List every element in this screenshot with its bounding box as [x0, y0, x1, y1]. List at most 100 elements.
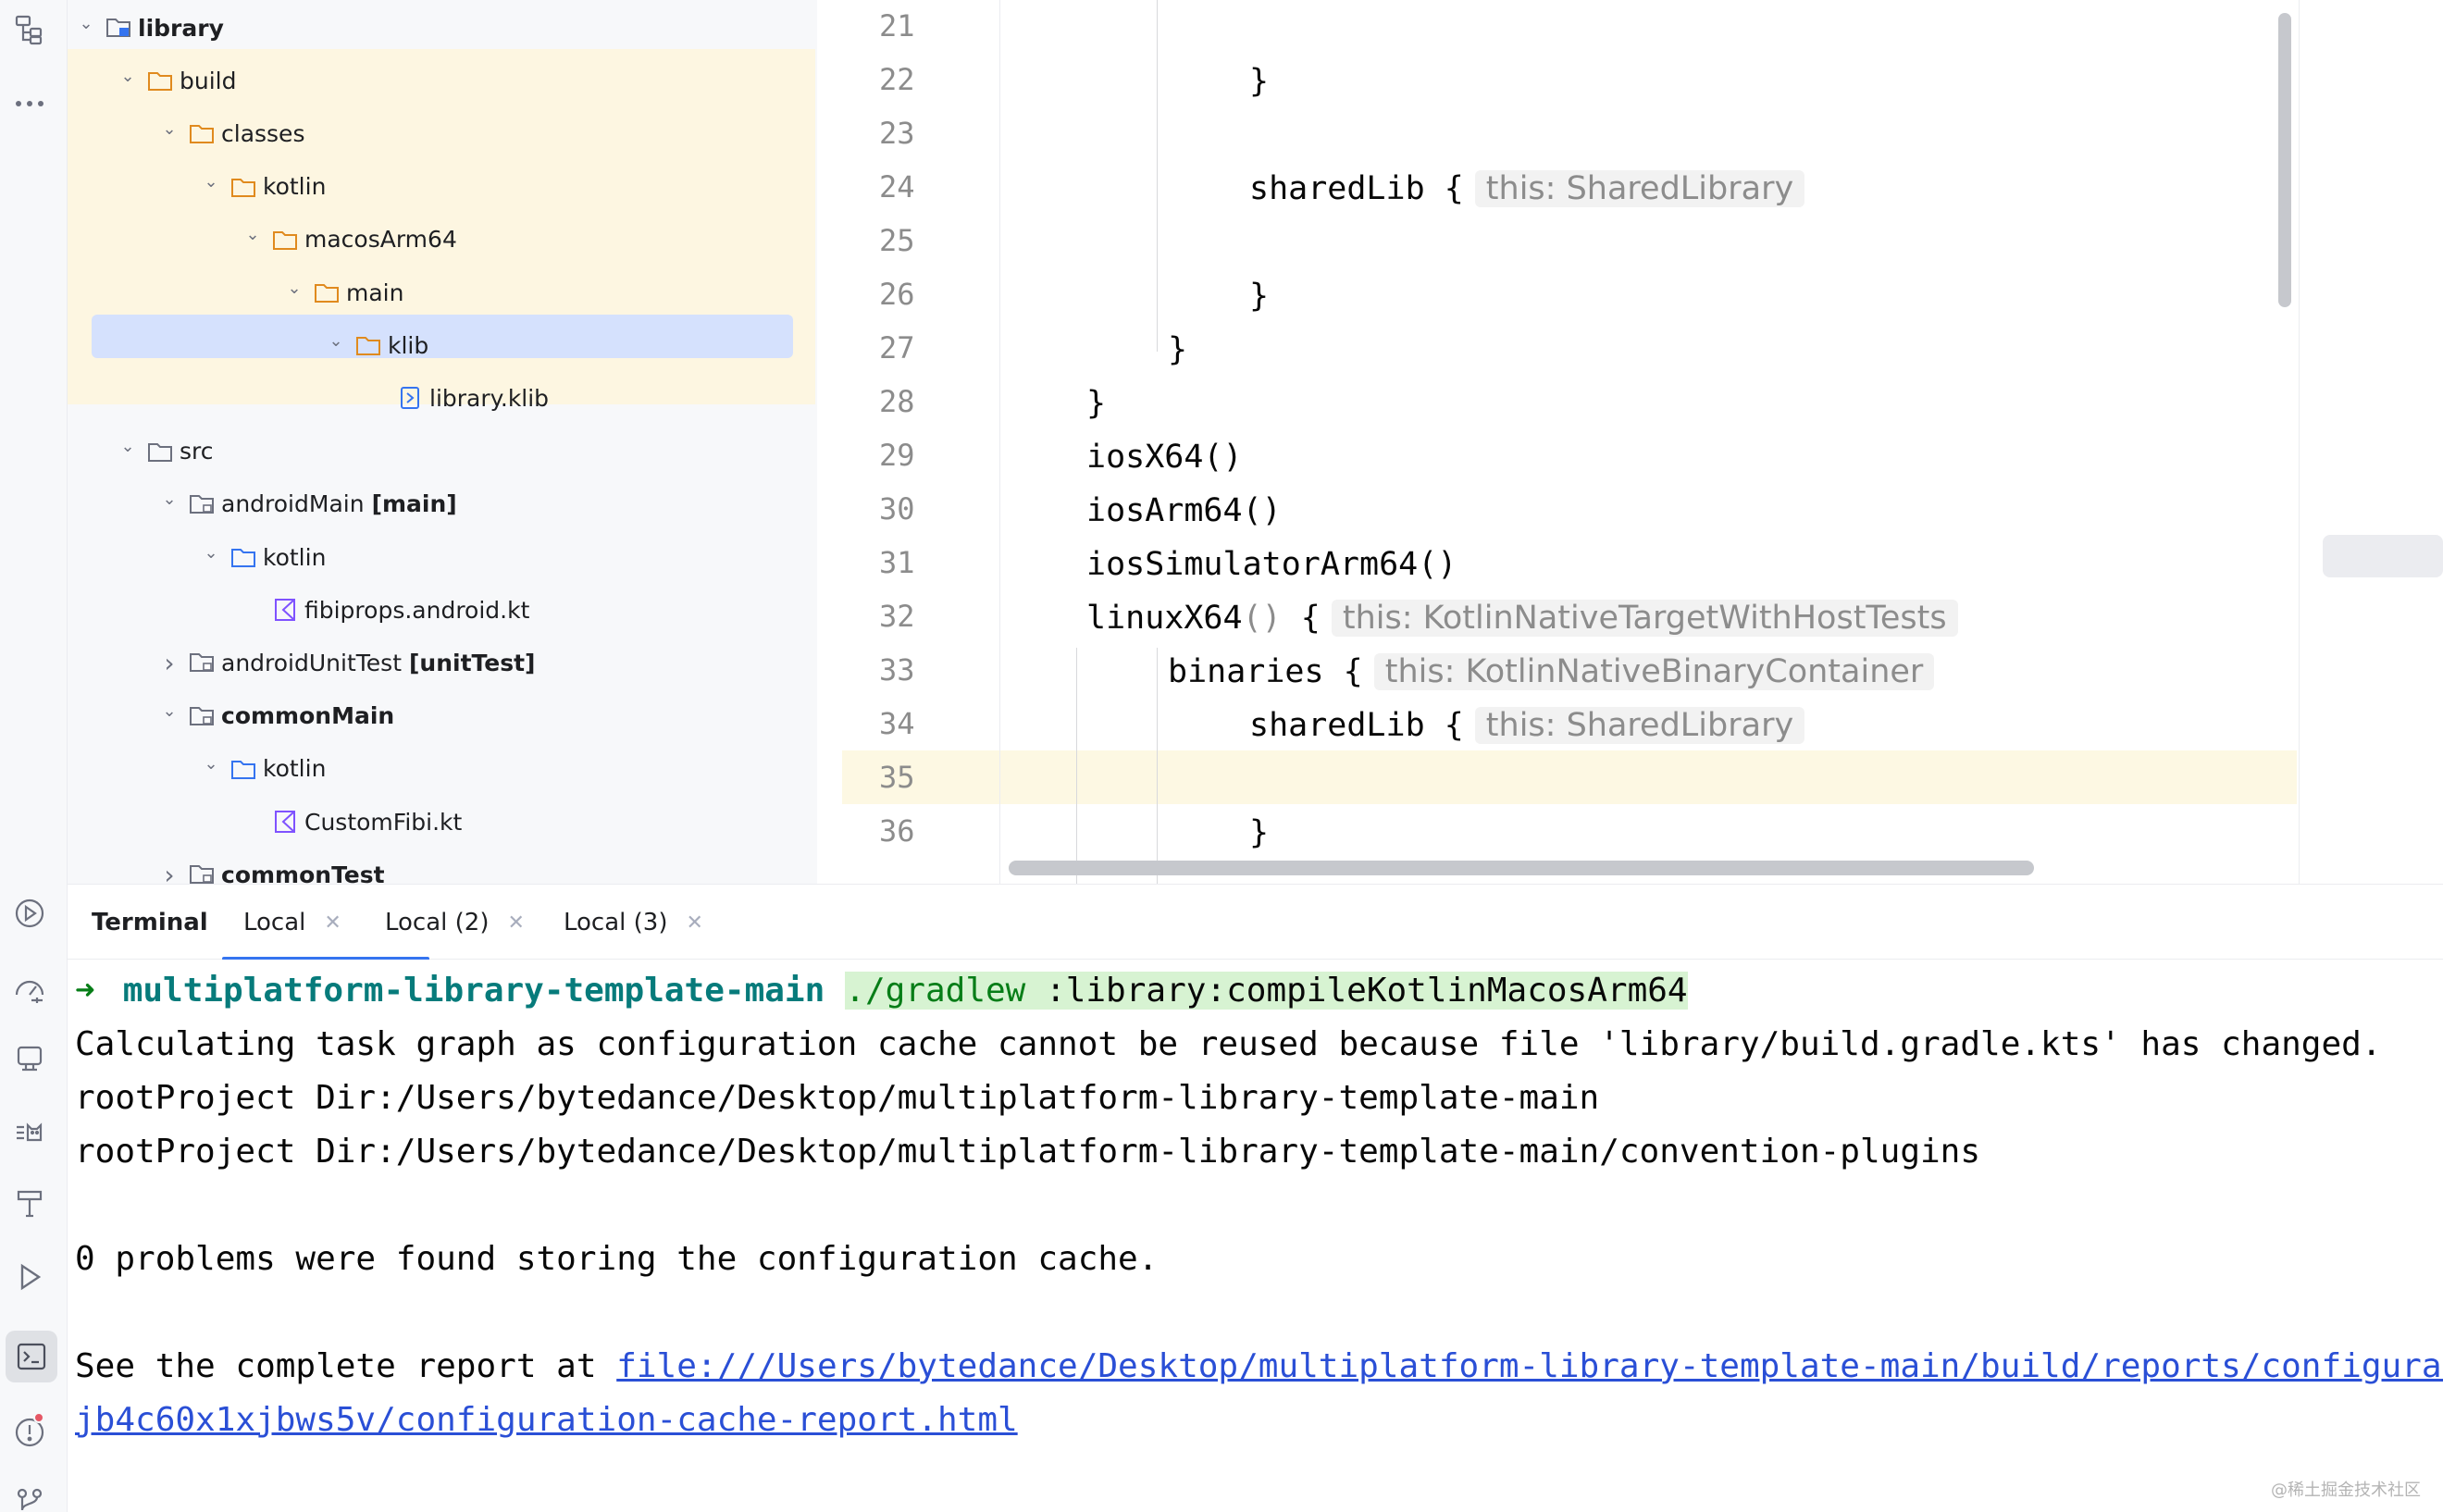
problems-badge: [33, 1412, 44, 1423]
code-line[interactable]: }: [1168, 323, 1187, 377]
tree-item-label: kotlin: [263, 173, 327, 201]
chevron-down-icon[interactable]: ⌄: [204, 542, 218, 563]
terminal-icon[interactable]: [6, 1331, 57, 1382]
tree-item-label: library: [138, 14, 224, 42]
tree-item[interactable]: ⌄kotlin: [198, 747, 326, 791]
line-number: 28: [879, 384, 915, 419]
report-link-continued[interactable]: jb4c60x1xjbws5v/configuration-cache-repo…: [75, 1400, 1018, 1439]
tree-item[interactable]: ⌄ library: [73, 6, 224, 50]
tree-item-label: macosArm64: [304, 226, 457, 254]
tree-item[interactable]: ⌄klib: [323, 323, 428, 367]
code-line[interactable]: binaries { this: KotlinNativeBinaryContai…: [1168, 645, 1935, 699]
code-text: }: [1249, 278, 1270, 315]
build-icon[interactable]: [0, 1173, 59, 1233]
selected-row-highlight: [92, 315, 793, 358]
more-icon[interactable]: [0, 74, 59, 133]
chevron-down-icon[interactable]: ⌄: [162, 118, 177, 139]
tool-window-strip: [0, 0, 68, 1512]
code-line[interactable]: iosSimulatorArm64(): [1086, 538, 1457, 591]
profiler-icon[interactable]: [0, 958, 59, 1017]
chevron-down-icon[interactable]: ⌄: [329, 330, 343, 351]
services-icon[interactable]: [0, 884, 59, 943]
tree-item[interactable]: ⌄src: [115, 429, 213, 474]
kotlin-file-icon: [267, 810, 303, 834]
terminal-output[interactable]: ➜multiplatform-library-template-main./gr…: [68, 960, 2443, 1512]
editor-error-stripe-marker[interactable]: [2323, 535, 2443, 577]
folder-icon: [143, 440, 178, 463]
tab-local-3[interactable]: Local (3) ✕: [564, 885, 703, 960]
tree-item[interactable]: ⌄ kotlin: [198, 165, 326, 209]
editor-vertical-scrollbar[interactable]: [2278, 13, 2291, 307]
terminal-prompt-line: ➜multiplatform-library-template-main./gr…: [75, 963, 1688, 1017]
report-link[interactable]: file:///Users/bytedance/Desktop/multipla…: [616, 1346, 2443, 1385]
logcat-icon[interactable]: [0, 1103, 59, 1162]
code-line[interactable]: sharedLib {this: SharedLibrary: [1249, 699, 1805, 752]
chevron-down-icon[interactable]: ⌄: [162, 490, 177, 510]
git-icon[interactable]: [0, 1471, 59, 1512]
source-folder-icon: [226, 546, 261, 568]
close-icon[interactable]: ✕: [686, 911, 703, 935]
tree-item[interactable]: ⌄ main: [281, 270, 403, 315]
inlay-type-hint[interactable]: this: SharedLibrary: [1474, 170, 1805, 207]
code-line[interactable]: }: [1249, 806, 1269, 860]
tab-local-2[interactable]: Local (2) ✕: [385, 885, 525, 960]
code-line[interactable]: linuxX64() {this: KotlinNativeTargetWith…: [1086, 591, 1958, 645]
code-line[interactable]: }: [1249, 55, 1269, 108]
code-line[interactable]: }: [1086, 377, 1106, 430]
chevron-down-icon[interactable]: ⌄: [204, 754, 218, 775]
chevron-down-icon[interactable]: ⌄: [162, 701, 177, 722]
tree-item[interactable]: ⌄ classes: [156, 111, 304, 155]
terminal-report-line: See the complete report at file:///Users…: [75, 1339, 2443, 1393]
chevron-down-icon[interactable]: ⌄: [79, 13, 93, 33]
chevron-down-icon[interactable]: ⌄: [204, 172, 218, 192]
tree-item[interactable]: library.klib: [365, 376, 549, 420]
chevron-down-icon[interactable]: ⌄: [120, 437, 135, 457]
tree-item-label: main: [346, 279, 404, 306]
line-number: 22: [879, 62, 915, 97]
excluded-folder-icon: [267, 229, 303, 251]
code-line[interactable]: iosArm64(): [1086, 484, 1282, 538]
close-icon[interactable]: ✕: [324, 911, 341, 935]
terminal-output-line: 0 problems were found storing the config…: [75, 1239, 1159, 1278]
tree-item[interactable]: ⌄ androidMain[main]: [156, 482, 457, 527]
tree-item-label: androidMain: [221, 490, 365, 518]
code-line[interactable]: sharedLib { this: SharedLibrary: [1249, 162, 1805, 216]
tree-item[interactable]: ⌄commonMain: [156, 694, 394, 738]
android-device-icon[interactable]: [0, 1029, 59, 1088]
editor-horizontal-scrollbar[interactable]: [1009, 861, 2034, 875]
code-text: binaries {: [1168, 653, 1363, 690]
tab-label: Local: [243, 909, 306, 936]
gutter-separator: [999, 0, 1000, 884]
tree-item[interactable]: fibiprops.android.kt: [240, 588, 529, 632]
code-line[interactable]: iosX64(): [1086, 430, 1243, 484]
tree-item[interactable]: CustomFibi.kt: [240, 799, 462, 844]
chevron-right-icon[interactable]: ›: [164, 647, 175, 678]
chevron-down-icon[interactable]: ⌄: [287, 278, 302, 298]
close-icon[interactable]: ✕: [507, 911, 525, 935]
tree-item[interactable]: ⌄kotlin: [198, 535, 326, 579]
chevron-down-icon[interactable]: ⌄: [245, 225, 260, 245]
chevron-right-icon[interactable]: ›: [164, 859, 175, 884]
terminal-output-line: rootProject Dir:/Users/bytedance/Desktop…: [75, 1078, 1600, 1117]
inlay-type-hint[interactable]: this: KotlinNativeTargetWithHostTests: [1331, 600, 1958, 637]
code-text: }: [1249, 63, 1270, 100]
tab-local[interactable]: Local ✕: [243, 885, 341, 960]
source-set-tag: [main]: [371, 490, 457, 518]
run-icon[interactable]: [0, 1247, 59, 1307]
inlay-type-hint[interactable]: this: KotlinNativeBinaryContainer: [1373, 653, 1935, 690]
chevron-down-icon[interactable]: ⌄: [120, 66, 135, 86]
excluded-folder-icon: [226, 176, 261, 198]
code-text: sharedLib {: [1249, 170, 1464, 207]
source-folder-icon: [226, 758, 261, 780]
tree-item[interactable]: ⌄ macosArm64: [240, 217, 457, 262]
problems-icon[interactable]: [0, 1402, 59, 1461]
code-line[interactable]: }: [1249, 269, 1269, 323]
tree-item-label: classes: [221, 119, 305, 147]
tree-item[interactable]: ›commonTest: [156, 852, 385, 884]
structure-icon[interactable]: [0, 0, 59, 59]
tree-item[interactable]: ⌄build: [115, 58, 236, 103]
inlay-type-hint[interactable]: this: SharedLibrary: [1474, 707, 1805, 744]
tab-label: Local (3): [564, 909, 668, 936]
tree-item[interactable]: ›androidUnitTest[unitTest]: [156, 640, 535, 685]
